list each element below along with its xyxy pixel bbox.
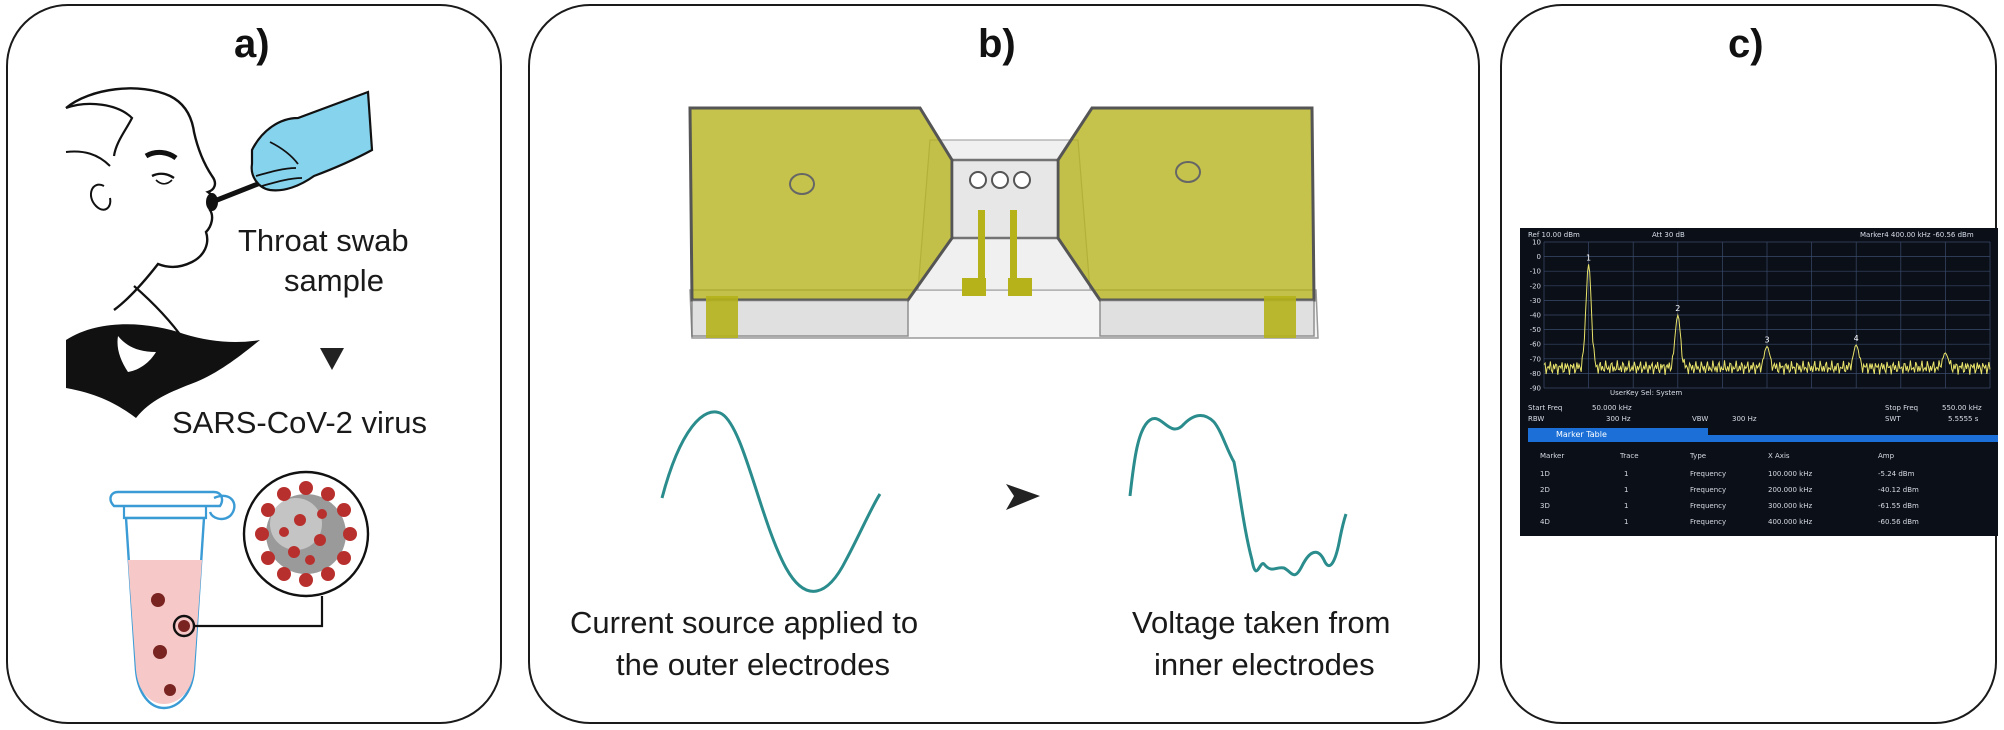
y-tick-label: 10 bbox=[1532, 239, 1541, 247]
cell: 1D bbox=[1540, 470, 1550, 478]
cell: 1 bbox=[1624, 486, 1629, 494]
peak-marker-label: 4 bbox=[1854, 334, 1859, 343]
table-row: 1D 1 Frequency 100.000 kHz -5.24 dBm bbox=[1528, 466, 1998, 482]
swt-label: SWT bbox=[1885, 415, 1901, 423]
stop-freq-value: 550.00 kHz bbox=[1942, 404, 1982, 412]
inner-electrode-1 bbox=[978, 210, 985, 280]
spectrum-trace bbox=[1543, 264, 1991, 375]
tube-cap-hinge bbox=[208, 494, 236, 521]
gloved-hand bbox=[250, 90, 374, 192]
start-freq-label: Start Freq bbox=[1528, 404, 1563, 412]
cell: 2D bbox=[1540, 486, 1550, 494]
y-tick-label: -50 bbox=[1530, 326, 1541, 334]
start-freq-value: 50.000 kHz bbox=[1592, 404, 1632, 412]
eye bbox=[151, 172, 175, 180]
left-chamber-electrode bbox=[690, 108, 952, 300]
swab-label-1: Throat swab bbox=[238, 223, 409, 258]
cell: Frequency bbox=[1690, 518, 1727, 526]
y-tick-label: -30 bbox=[1530, 297, 1541, 305]
cell: 3D bbox=[1540, 502, 1550, 510]
header-x-axis: X Axis bbox=[1768, 452, 1790, 460]
header-amp: Amp bbox=[1878, 452, 1895, 460]
cell: 100.000 kHz bbox=[1768, 470, 1813, 478]
y-tick-label: -60 bbox=[1530, 341, 1541, 349]
cell: 4D bbox=[1540, 518, 1550, 526]
ear bbox=[89, 183, 112, 211]
arrow-right-icon bbox=[1006, 484, 1040, 510]
rbw-label: RBW bbox=[1528, 415, 1545, 423]
cell: 1 bbox=[1624, 502, 1629, 510]
sample-liquid bbox=[128, 560, 202, 704]
patient-illustration bbox=[65, 87, 374, 418]
virus-label: SARS-CoV-2 virus bbox=[172, 405, 427, 440]
table-row: 4D 1 Frequency 400.000 kHz -60.56 dBm bbox=[1528, 514, 1998, 530]
cell: Frequency bbox=[1690, 502, 1727, 510]
y-tick-label: -20 bbox=[1530, 282, 1541, 290]
current-label-1: Current source applied to bbox=[570, 605, 919, 640]
cell: 200.000 kHz bbox=[1768, 486, 1813, 494]
panel-a-label: a) bbox=[234, 22, 270, 66]
swt-value: 5.5555 s bbox=[1948, 415, 1979, 423]
current-label-2: the outer electrodes bbox=[616, 647, 891, 682]
spectrum-analyzer-screen: Ref 10.00 dBm Att 30 dB Marker4 400.00 k… bbox=[1520, 228, 1998, 536]
swab-label-2: sample bbox=[284, 263, 384, 298]
cell: Frequency bbox=[1690, 470, 1727, 478]
userkey-label: UserKey Sel: System bbox=[1610, 389, 1683, 397]
rbw-value: 300 Hz bbox=[1606, 415, 1631, 423]
peak-marker-label: 1 bbox=[1586, 253, 1591, 262]
stop-freq-label: Stop Freq bbox=[1885, 404, 1919, 412]
cell: Frequency bbox=[1690, 486, 1727, 494]
header-trace: Trace bbox=[1620, 452, 1639, 460]
hair-line bbox=[65, 102, 134, 157]
cell: -60.56 dBm bbox=[1878, 518, 1919, 526]
cell: 300.000 kHz bbox=[1768, 502, 1813, 510]
y-tick-label: -80 bbox=[1530, 370, 1541, 378]
cell: 1 bbox=[1624, 470, 1629, 478]
table-row: 2D 1 Frequency 200.000 kHz -40.12 dBm bbox=[1528, 482, 1998, 498]
cell: -5.24 dBm bbox=[1878, 470, 1915, 478]
cell: -40.12 dBm bbox=[1878, 486, 1919, 494]
table-row: 3D 1 Frequency 300.000 kHz -61.55 dBm bbox=[1528, 498, 1998, 514]
y-tick-label: -10 bbox=[1530, 268, 1541, 276]
sine-wave bbox=[660, 410, 882, 593]
panel-b bbox=[528, 4, 1480, 724]
ref-level: Ref 10.00 dBm bbox=[1528, 231, 1580, 239]
y-tick-label: 0 bbox=[1537, 253, 1541, 261]
y-tick-label: -70 bbox=[1530, 355, 1541, 363]
peak-marker-label: 3 bbox=[1764, 335, 1769, 344]
shirt-collar bbox=[66, 324, 260, 418]
panel-b-label: b) bbox=[978, 22, 1016, 66]
y-tick-label: -40 bbox=[1530, 312, 1541, 320]
spectrum-plot: 10 0 -10 -20 -30 -40 -50 -60 -70 -80 -90 1 2 3 4 bbox=[1530, 239, 1991, 393]
inner-electrode-2 bbox=[1010, 210, 1017, 280]
header-marker: Marker bbox=[1540, 452, 1565, 460]
table-header-row: Marker Trace Type X Axis Amp bbox=[1528, 448, 1998, 464]
voltage-label-2: inner electrodes bbox=[1154, 647, 1375, 682]
vbw-value: 300 Hz bbox=[1732, 415, 1757, 423]
right-chamber-electrode bbox=[1058, 108, 1314, 300]
arrow-down-icon bbox=[320, 348, 344, 370]
tube-and-virus bbox=[109, 470, 370, 710]
marker-table-bar bbox=[1708, 435, 1998, 442]
cell: 400.000 kHz bbox=[1768, 518, 1813, 526]
vbw-label: VBW bbox=[1692, 415, 1709, 423]
marker-readout: Marker4 400.00 kHz -60.56 dBm bbox=[1860, 231, 1974, 239]
header-type: Type bbox=[1690, 452, 1707, 460]
eyebrow bbox=[144, 149, 178, 161]
voltage-label-1: Voltage taken from bbox=[1132, 605, 1391, 640]
distorted-wave bbox=[1128, 414, 1348, 577]
peak-marker-label: 2 bbox=[1675, 304, 1680, 313]
panel-c-label: c) bbox=[1728, 22, 1764, 66]
cell: -61.55 dBm bbox=[1878, 502, 1919, 510]
y-tick-label: -90 bbox=[1530, 385, 1541, 393]
attenuation: Att 30 dB bbox=[1652, 231, 1685, 239]
cell: 1 bbox=[1624, 518, 1629, 526]
marker-table-title: Marker Table bbox=[1528, 428, 1708, 442]
